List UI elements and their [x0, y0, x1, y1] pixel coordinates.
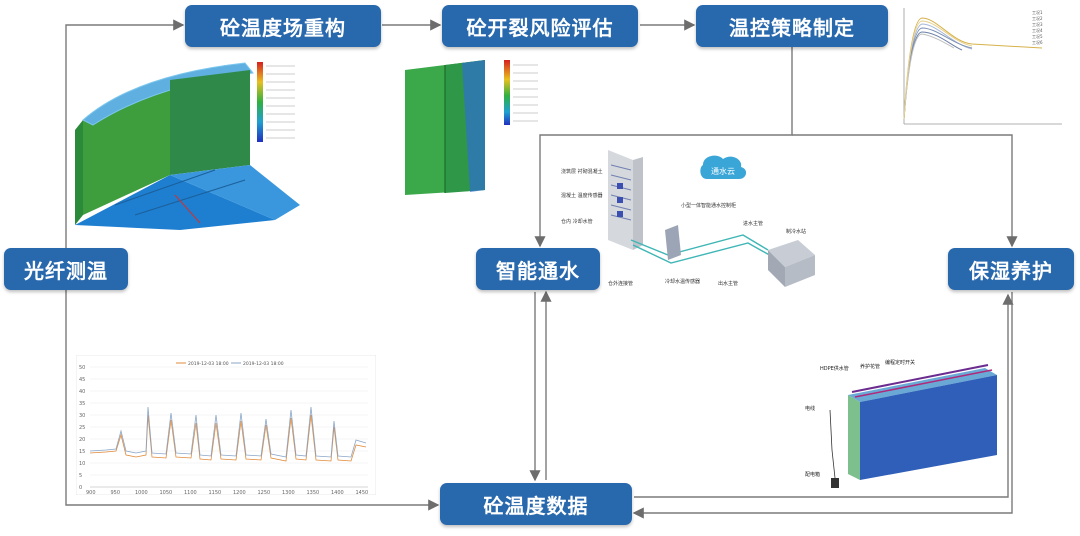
y-tick-label: 45	[79, 377, 85, 383]
colorbar-temperature	[257, 62, 295, 142]
node-moisture-curing[interactable]: 保湿养护	[948, 248, 1074, 290]
arrow-curing-to-data	[632, 292, 1013, 519]
node-temp-field-reconstruction[interactable]: 砼温度场重构	[185, 5, 381, 47]
label-sensor: 混凝土 温度传感器	[561, 192, 603, 199]
y-tick-label: 5	[79, 473, 82, 479]
water-system-diagram: 通水云 浇筑层 衬砌混凝土 混凝土 温度传感器 仓内 冷却水管 小型一体智能通水…	[561, 150, 815, 287]
node-fiber-temp-measurement[interactable]: 光纤测温	[4, 248, 128, 290]
crack-risk-panel	[405, 60, 538, 195]
line-legend-2: 2019-12-03 18:00	[243, 361, 284, 367]
arrow-fiber-to-field	[65, 19, 185, 248]
x-tick-label: 1200	[233, 490, 246, 495]
x-tick-label: 1050	[160, 490, 173, 495]
y-tick-label: 10	[79, 461, 85, 467]
label-hdpe: HDPE供水管	[820, 365, 849, 372]
x-tick-label: 1250	[258, 490, 271, 495]
x-tick-label: 1000	[135, 490, 148, 495]
label-supply: 进水主管	[743, 220, 763, 227]
y-tick-label: 25	[79, 425, 85, 431]
node-temp-control-strategy[interactable]: 温控策略制定	[696, 5, 888, 47]
x-tick-label: 1150	[209, 490, 222, 495]
curve-legend-3: 工况3	[1032, 22, 1043, 27]
y-tick-label: 30	[79, 413, 85, 419]
arrow-strategy-to-water	[534, 44, 793, 248]
curve-legend-1: 工况1	[1032, 10, 1043, 15]
label-switch: 编程定时开关	[885, 359, 915, 366]
curve-legend-5: 工况5	[1032, 34, 1043, 39]
curing-panel-diagram: HDPE供水管 养护花管 编程定时开关 电线 配电箱	[805, 359, 997, 488]
y-tick-label: 40	[79, 389, 85, 395]
label-out-pipe: 仓外连接管	[608, 280, 633, 287]
y-tick-label: 20	[79, 437, 85, 443]
y-tick-label: 35	[79, 401, 85, 407]
label-concrete: 浇筑层 衬砌混凝土	[561, 168, 603, 175]
label-water-sensor: 冷却水温传感器	[665, 278, 700, 285]
curve-legend-6: 工况6	[1032, 40, 1043, 45]
node-smart-water[interactable]: 智能通水	[476, 248, 600, 290]
x-tick-label: 950	[111, 490, 121, 495]
label-film: 养护花管	[860, 363, 880, 370]
node-crack-risk-assessment[interactable]: 砼开裂风险评估	[442, 5, 638, 47]
cloud-label: 通水云	[711, 166, 735, 176]
x-tick-label: 1450	[356, 490, 369, 495]
tunnel-3d-model	[75, 62, 300, 230]
label-wire: 电线	[805, 405, 815, 412]
node-concrete-temp-data[interactable]: 砼温度数据	[440, 483, 632, 525]
x-tick-label: 900	[86, 490, 96, 495]
x-tick-label: 1350	[307, 490, 320, 495]
label-box: 配电箱	[805, 471, 820, 478]
y-tick-label: 15	[79, 449, 85, 455]
label-controller: 小型一体智能通水控制柜	[681, 202, 736, 209]
curve-legend-2: 工况2	[1032, 16, 1043, 21]
label-station: 制冷水站	[786, 228, 806, 235]
line-legend-1: 2019-12-03 18:00	[188, 361, 229, 367]
arrow-strategy-to-curing	[792, 134, 1018, 248]
curve-legend-4: 工况4	[1032, 28, 1043, 33]
y-tick-label: 50	[79, 365, 85, 371]
arrow-fiber-to-data	[65, 290, 440, 511]
x-tick-label: 1300	[282, 490, 295, 495]
label-return: 出水主管	[718, 280, 738, 287]
x-tick-label: 1100	[184, 490, 197, 495]
label-cooling-pipe: 仓内 冷却水管	[561, 218, 593, 225]
x-tick-label: 1400	[331, 490, 344, 495]
arrow-data-to-curing	[634, 293, 1014, 498]
y-tick-label: 0	[79, 485, 82, 491]
temperature-curve-chart: 工况1 工况2 工况3 工况4 工况5 工况6	[903, 8, 1062, 125]
